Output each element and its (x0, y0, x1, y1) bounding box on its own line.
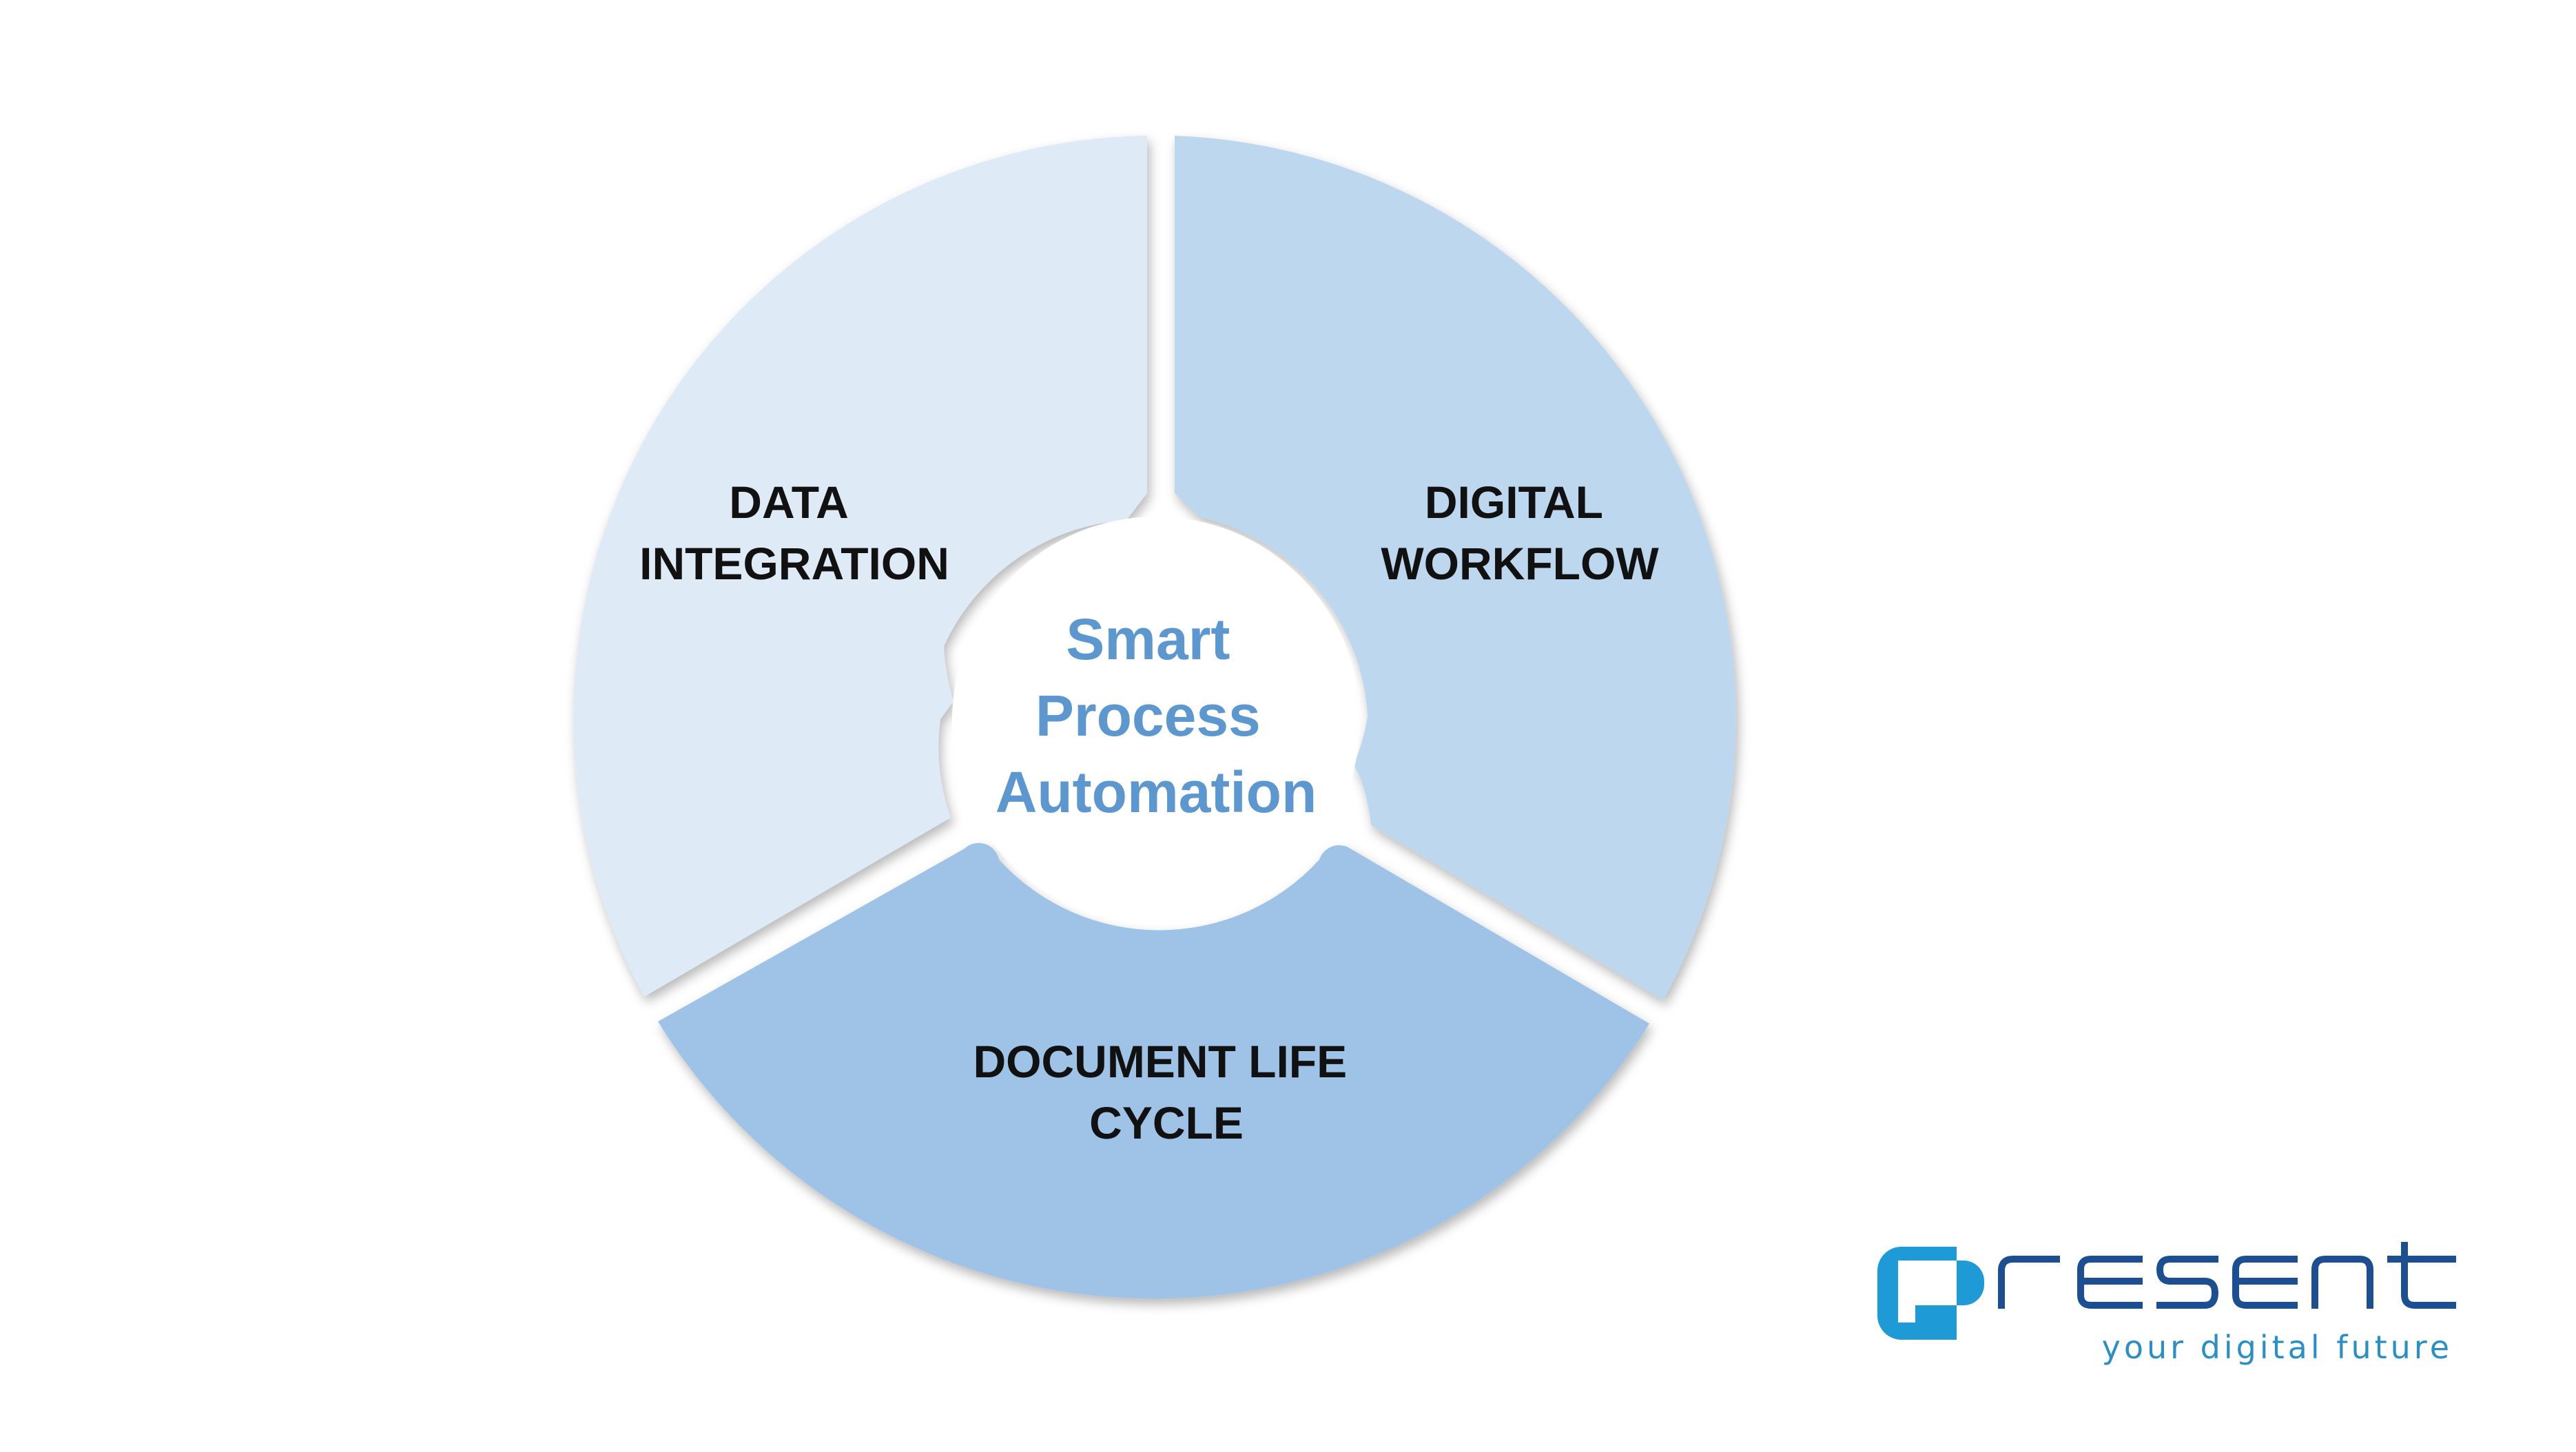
segment-label-line: DIGITAL (1425, 477, 1603, 528)
segment-label-line: WORKFLOW (1381, 538, 1659, 589)
present-logo-letter-t-icon (2387, 1242, 2456, 1309)
center-label: Smart Process Automation (996, 607, 1317, 824)
present-logo-letter-e-icon (2077, 1256, 2143, 1309)
segment-digital-workflow: DIGITAL WORKFLOW (1175, 136, 1736, 1000)
segment-document-life-cycle: DOCUMENT LIFE CYCLE (658, 842, 1649, 1299)
present-logo-mark-icon (1877, 1247, 1984, 1340)
present-logo-letter-n-icon (2311, 1256, 2373, 1309)
segment-label-line: CYCLE (1089, 1097, 1244, 1148)
segment-data-integration: DATA INTEGRATION (573, 136, 1147, 997)
present-logo-letter-r-icon (1998, 1256, 2060, 1309)
present-logo-letter-s-icon (2156, 1256, 2219, 1309)
center-label-line: Automation (996, 760, 1317, 824)
segment-digital-workflow-label: DIGITAL WORKFLOW (1381, 477, 1659, 589)
segment-document-life-cycle-shape (658, 842, 1649, 1299)
present-logo: your digital future (1877, 1242, 2456, 1366)
logo-tagline: your digital future (2102, 1329, 2453, 1366)
segment-label-line: INTEGRATION (639, 538, 949, 589)
segment-data-integration-label: DATA INTEGRATION (639, 477, 949, 589)
center-hub (952, 517, 1360, 924)
segment-digital-workflow-shape (1175, 136, 1736, 1000)
segment-label-line: DOCUMENT LIFE (973, 1036, 1348, 1087)
segment-data-integration-shape (573, 136, 1147, 997)
center-label-line: Process (1035, 683, 1261, 748)
segment-label-line: DATA (729, 477, 847, 528)
center-label-line: Smart (1066, 607, 1230, 672)
present-logo-letter-e-icon (2232, 1256, 2298, 1309)
segment-document-life-cycle-label: DOCUMENT LIFE CYCLE (973, 1036, 1360, 1148)
